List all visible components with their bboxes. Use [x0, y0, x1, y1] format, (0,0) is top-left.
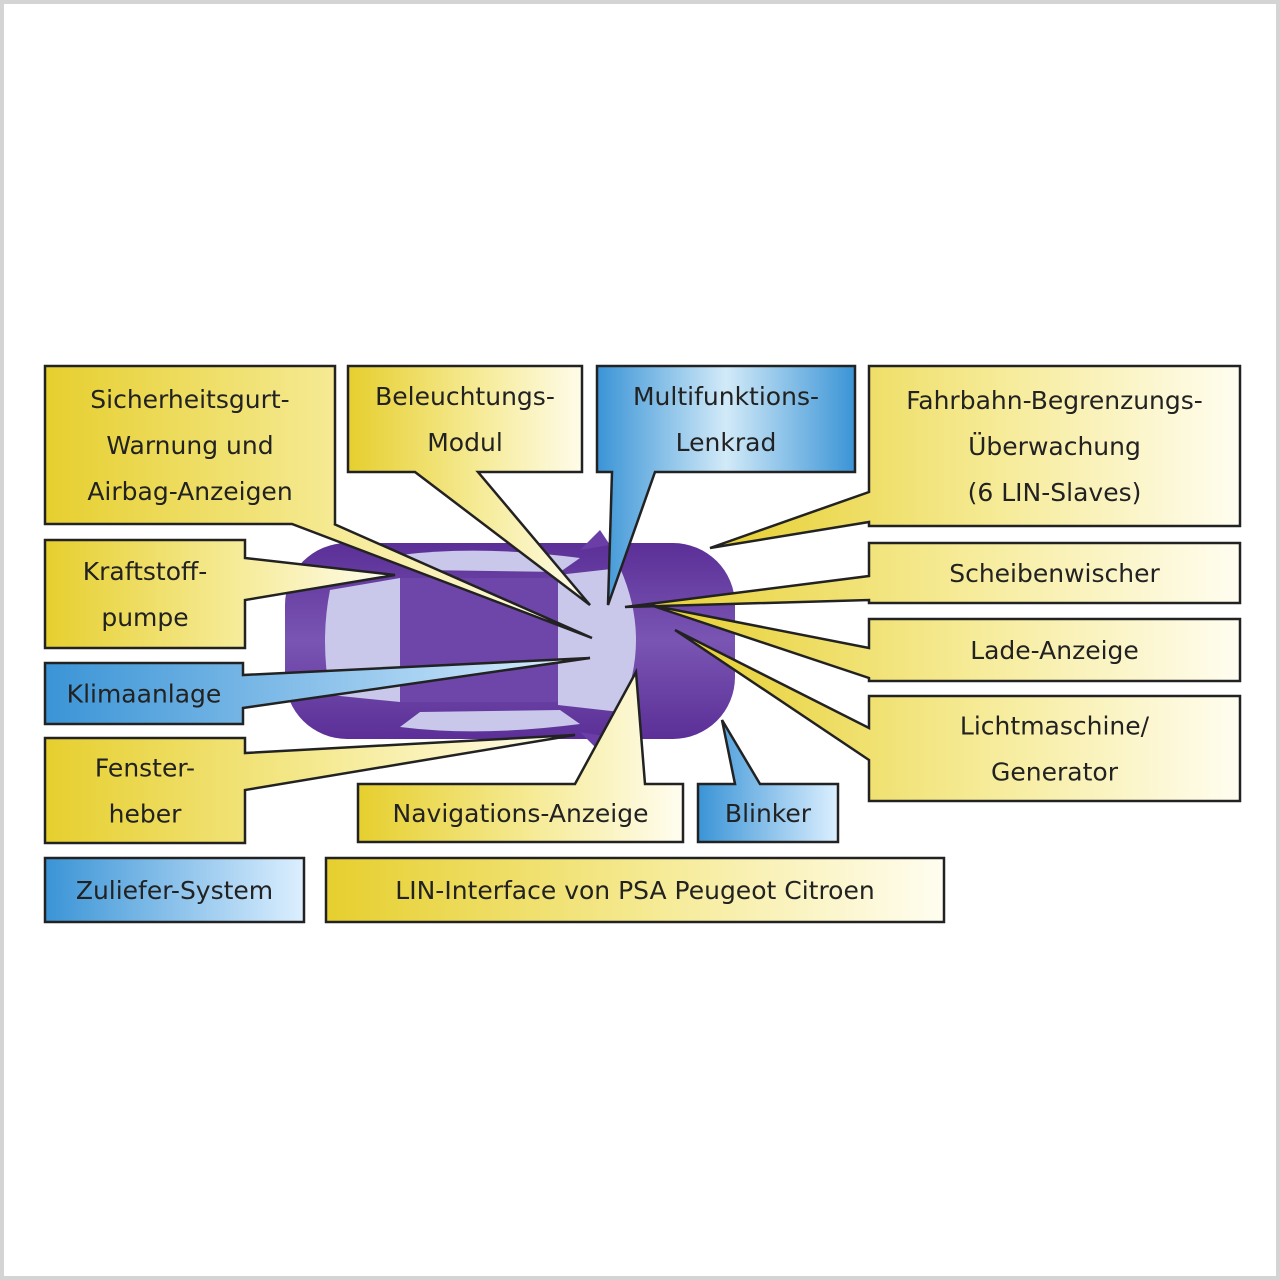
yellow-callout-box: [649, 603, 1242, 683]
yellow-callout-box: [624, 541, 1242, 609]
callout-label: Zuliefer-System: [76, 876, 273, 905]
car-illustration: [285, 530, 735, 752]
callout-label: Lenkrad: [676, 428, 777, 457]
yellow-callout-box: [356, 667, 685, 844]
callout-label: heber: [109, 800, 182, 829]
callout-label: Beleuchtungs-: [375, 382, 555, 411]
callout-label: Kraftstoff-: [83, 557, 208, 586]
callout-label: Generator: [991, 758, 1119, 787]
blue-callout-box: [595, 364, 857, 606]
callout-zuliefer: Zuliefer-System: [43, 856, 306, 924]
callout-sicherheitsgurt: Sicherheitsgurt- Warnung undAirbag-Anzeig…: [43, 364, 593, 640]
callout-kraftstoff: Kraftstoff-pumpe: [43, 538, 396, 650]
callout-label: Fahrbahn-Begrenzungs-: [906, 386, 1203, 415]
callout-label: Scheibenwischer: [949, 559, 1160, 588]
callout-label: (6 LIN-Slaves): [968, 478, 1142, 507]
callout-label: Multifunktions-: [633, 382, 819, 411]
callout-lin-interface: LIN-Interface von PSA Peugeot Citroen: [324, 856, 946, 924]
callout-klima: Klimaanlage: [43, 656, 591, 726]
callout-label: Fenster-: [95, 754, 195, 783]
yellow-callout-box: [674, 628, 1242, 803]
callout-label: Lade-Anzeige: [970, 636, 1139, 665]
blue-callout-box: [696, 719, 840, 844]
callout-label: Überwachung: [968, 432, 1141, 461]
yellow-callout-box: [709, 364, 1242, 550]
callout-label: Warnung und: [106, 431, 273, 460]
callout-label: LIN-Interface von PSA Peugeot Citroen: [395, 876, 874, 905]
callout-label: Airbag-Anzeigen: [87, 477, 292, 506]
callout-scheibenwischer: Scheibenwischer: [624, 541, 1242, 609]
callout-fahrbahn: Fahrbahn-Begrenzungs- Überwachung (6 LIN-S…: [709, 364, 1242, 550]
yellow-callout-box: [324, 856, 946, 924]
callout-lichtmaschine: Lichtmaschine/Generator: [674, 628, 1242, 803]
callout-fensterheber: Fenster-heber: [43, 733, 576, 845]
callout-multifunktion: Multifunktions- Lenkrad: [595, 364, 857, 606]
callout-label: pumpe: [101, 603, 188, 632]
callout-label: Blinker: [725, 799, 812, 828]
yellow-callout-box: [43, 538, 396, 650]
callout-label: Lichtmaschine/: [960, 712, 1150, 741]
callout-label: Navigations-Anzeige: [393, 799, 649, 828]
blue-callout-box: [43, 656, 591, 726]
callout-label: Modul: [427, 428, 503, 457]
yellow-callout-box: [43, 364, 593, 640]
yellow-callout-box: [346, 364, 591, 606]
callout-label: Sicherheitsgurt-: [90, 385, 289, 414]
yellow-callout-box: [43, 733, 576, 845]
callout-label: Klimaanlage: [67, 680, 222, 709]
callout-lade: Lade-Anzeige: [649, 603, 1242, 683]
blue-callout-box: [43, 856, 306, 924]
callout-blinker: Blinker: [696, 719, 840, 844]
callout-beleuchtung: Beleuchtungs- Modul: [346, 364, 591, 606]
callout-navigation: Navigations-Anzeige: [356, 667, 685, 844]
